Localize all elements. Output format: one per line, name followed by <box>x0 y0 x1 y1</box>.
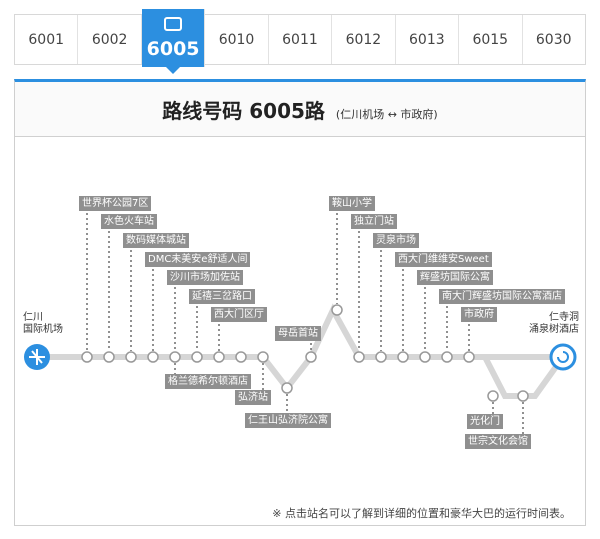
stop-marker[interactable] <box>257 351 269 363</box>
stop-marker[interactable] <box>281 382 293 394</box>
stop-marker[interactable] <box>305 351 317 363</box>
stop-marker[interactable] <box>375 351 387 363</box>
stop-label[interactable]: 鞍山小学 <box>329 196 375 211</box>
stop-label[interactable]: 世界杯公园7区 <box>79 196 152 211</box>
stop-marker[interactable] <box>147 351 159 363</box>
stop-label[interactable]: 世宗文化会馆 <box>465 434 531 449</box>
turnaround-terminal-icon[interactable] <box>549 343 577 371</box>
tab-6005-label: 6005 <box>146 38 200 60</box>
stop-label[interactable]: 灵泉市场 <box>373 233 419 248</box>
stop-label[interactable]: 光化门 <box>467 414 503 429</box>
tab-6005[interactable]: 6005 <box>141 9 206 74</box>
stop-label[interactable]: 南大门辉盛坊国际公寓酒店 <box>439 289 565 304</box>
airplane-icon <box>29 349 45 365</box>
stop-label[interactable]: 独立门站 <box>351 214 397 229</box>
tab-6011[interactable]: 6011 <box>269 15 333 64</box>
stop-label[interactable]: 沙川市场加佐站 <box>167 270 243 285</box>
stop-marker[interactable] <box>191 351 203 363</box>
stop-marker[interactable] <box>487 390 499 402</box>
tab-6002[interactable]: 6002 <box>78 15 142 64</box>
stop-marker[interactable] <box>517 390 529 402</box>
stop-marker[interactable] <box>353 351 365 363</box>
route-line-svg <box>24 208 577 434</box>
stop-marker[interactable] <box>441 351 453 363</box>
stop-marker[interactable] <box>103 351 115 363</box>
stop-label[interactable]: 西大门维维安Sweet <box>395 252 492 267</box>
stop-marker[interactable] <box>419 351 431 363</box>
stop-label[interactable]: 水色火车站 <box>101 214 157 229</box>
tab-6012[interactable]: 6012 <box>332 15 396 64</box>
route-number: 6005路 <box>249 98 325 123</box>
stop-label[interactable]: 延禧三岔路口 <box>189 289 255 304</box>
stop-label[interactable]: 辉盛坊国际公寓 <box>417 270 493 285</box>
stop-label[interactable]: 弘济站 <box>235 390 271 405</box>
end-terminal-label[interactable]: 仁寺洞涌泉树酒店 <box>529 312 579 335</box>
stop-marker[interactable] <box>463 351 475 363</box>
stop-marker[interactable] <box>213 351 225 363</box>
stop-marker[interactable] <box>235 351 247 363</box>
stop-label[interactable]: 仁王山弘济院公寓 <box>245 413 331 428</box>
stop-label[interactable]: 西大门区厅 <box>211 307 267 322</box>
stop-label[interactable]: 市政府 <box>461 307 497 322</box>
stop-marker[interactable] <box>125 351 137 363</box>
route-endpoints: (仁川机场 ↔ 市政府) <box>335 107 438 121</box>
footer-note: ※ 点击站名可以了解到详细的位置和豪华大巴的运行时间表。 <box>272 507 571 520</box>
stop-marker[interactable] <box>397 351 409 363</box>
tab-6010[interactable]: 6010 <box>205 15 269 64</box>
tab-6030[interactable]: 6030 <box>535 31 572 48</box>
stop-label[interactable]: 母岳首站 <box>275 326 321 341</box>
start-terminal-label[interactable]: 仁川国际机场 <box>23 312 63 335</box>
stop-label[interactable]: DMC未美安e舒适人间 <box>145 252 251 267</box>
bus-icon <box>164 17 183 31</box>
route-title-prefix: 路线号码 <box>162 98 243 123</box>
tab-6001[interactable]: 6001 <box>15 15 79 64</box>
route-tabs: 6001 6002 6005 6010 6011 6012 6013 6015 … <box>14 9 586 74</box>
return-arrow-icon <box>557 351 569 363</box>
route-title-bar: 路线号码 6005路 (仁川机场 ↔ 市政府) <box>15 82 585 137</box>
tab-6013[interactable]: 6013 <box>396 15 460 64</box>
tab-6015[interactable]: 6015 <box>459 15 523 64</box>
stop-marker[interactable] <box>169 351 181 363</box>
stop-marker[interactable] <box>331 304 343 316</box>
route-title: 路线号码 6005路 (仁川机场 ↔ 市政府) <box>162 95 437 124</box>
route-panel: 路线号码 6005路 (仁川机场 ↔ 市政府) <box>14 79 586 526</box>
stop-label[interactable]: 格兰德希尔顿酒店 <box>165 374 251 389</box>
stop-marker[interactable] <box>81 351 93 363</box>
route-line <box>37 303 566 399</box>
route-map: 仁川国际机场 仁寺洞涌泉树酒店 世界杯公园7区 水色火车站 数码媒体城站 DMC… <box>15 138 585 502</box>
stop-label[interactable]: 数码媒体城站 <box>123 233 189 248</box>
